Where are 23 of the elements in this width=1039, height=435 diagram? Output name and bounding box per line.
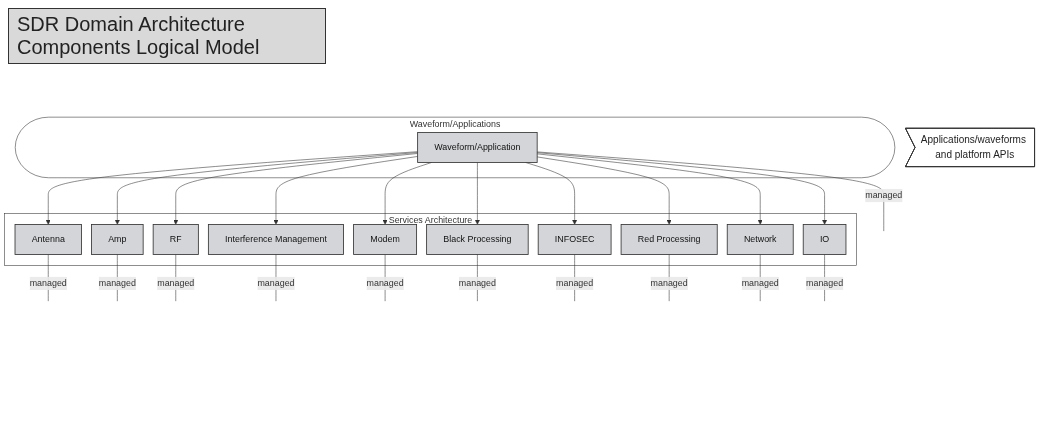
edge-label: managed	[741, 278, 779, 288]
node-box: Modem	[353, 224, 417, 255]
edge-label: managed	[98, 278, 136, 288]
node-box: Network	[726, 224, 794, 255]
edge-label: managed	[458, 278, 496, 288]
edge-label: managed	[366, 278, 404, 288]
node-box: Waveform/Application	[417, 132, 538, 163]
node-box: Antenna	[14, 224, 82, 255]
edge-label: managed	[257, 278, 295, 288]
edge-label: managed	[806, 278, 844, 288]
node-box: Black Processing	[426, 224, 529, 255]
edge-label: managed	[157, 278, 195, 288]
edge-label: managed	[650, 278, 688, 288]
node-box: Interference Management	[207, 224, 344, 255]
node-box: INFOSEC	[537, 224, 612, 255]
node-box: Red Processing	[620, 224, 718, 255]
node-box: Amp	[91, 224, 144, 255]
edge-label: managed	[865, 190, 903, 200]
edge-label: managed	[29, 278, 67, 288]
node-box: IO	[802, 224, 847, 255]
edge-label: managed	[556, 278, 594, 288]
title-note: SDR Domain Architecture Components Logical Model	[8, 8, 326, 64]
node-box: RF	[152, 224, 199, 255]
